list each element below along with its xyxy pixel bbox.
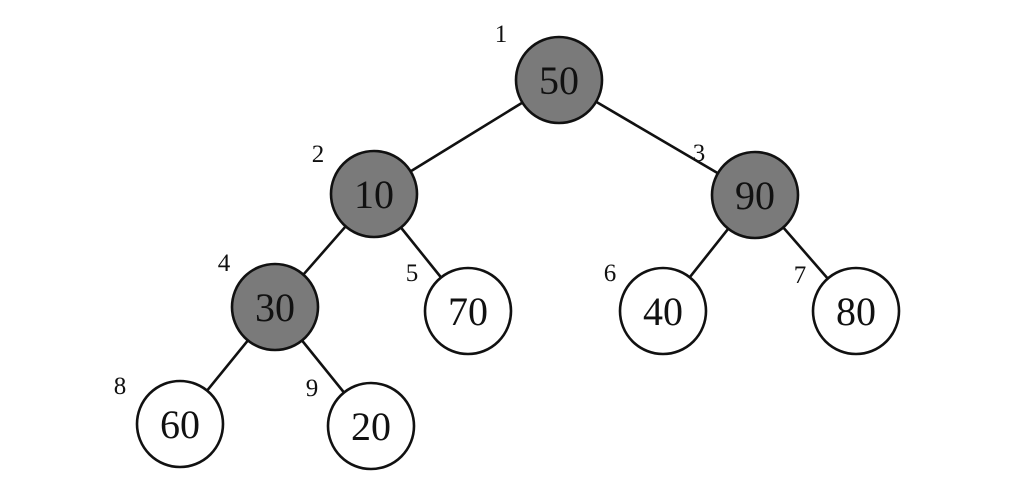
- edge-3-6: [688, 227, 730, 279]
- node-index-label: 9: [306, 375, 319, 402]
- node-value: 30: [255, 285, 295, 330]
- node-value: 70: [448, 289, 488, 334]
- node-index-label: 8: [114, 373, 127, 400]
- tree-node-7: 80 7: [794, 262, 901, 356]
- node-index-label: 7: [794, 262, 807, 289]
- node-circle: [618, 266, 708, 356]
- tree-node-1: 50 1: [495, 21, 604, 125]
- node-circle: [329, 149, 419, 239]
- edge-1-2: [409, 101, 524, 173]
- node-circle: [811, 266, 901, 356]
- nodes-layer: 50 1 10 2 90 3 30 4 70 5 40 6 80 7 60 8 20 9: [114, 21, 901, 471]
- tree-node-9: 20 9: [306, 375, 416, 471]
- node-circle: [135, 379, 225, 469]
- node-index-label: 2: [312, 141, 325, 168]
- edges-layer: [206, 100, 829, 394]
- node-value: 60: [160, 402, 200, 447]
- edge-4-9: [300, 339, 346, 394]
- node-value: 90: [735, 173, 775, 218]
- tree-node-2: 10 2: [312, 141, 419, 239]
- node-index-label: 4: [218, 250, 231, 277]
- node-circle: [230, 262, 320, 352]
- edge-2-5: [399, 226, 443, 279]
- node-index-label: 1: [495, 21, 508, 48]
- tree-node-5: 70 5: [406, 260, 513, 356]
- edge-4-8: [206, 339, 249, 392]
- node-circle: [423, 266, 513, 356]
- node-index-label: 3: [693, 140, 706, 167]
- tree-node-8: 60 8: [114, 373, 225, 469]
- node-value: 50: [539, 58, 579, 103]
- node-circle: [710, 150, 800, 240]
- tree-node-6: 40 6: [604, 260, 708, 356]
- tree-node-3: 90 3: [693, 140, 800, 240]
- edge-2-4: [302, 225, 347, 276]
- edge-3-7: [782, 226, 829, 280]
- node-value: 10: [354, 172, 394, 217]
- node-value: 80: [836, 289, 876, 334]
- node-index-label: 5: [406, 260, 419, 287]
- node-value: 40: [643, 289, 683, 334]
- node-value: 20: [351, 404, 391, 449]
- node-circle: [326, 381, 416, 471]
- node-index-label: 6: [604, 260, 617, 287]
- node-circle: [514, 35, 604, 125]
- tree-node-4: 30 4: [218, 250, 320, 352]
- edge-1-3: [595, 100, 719, 175]
